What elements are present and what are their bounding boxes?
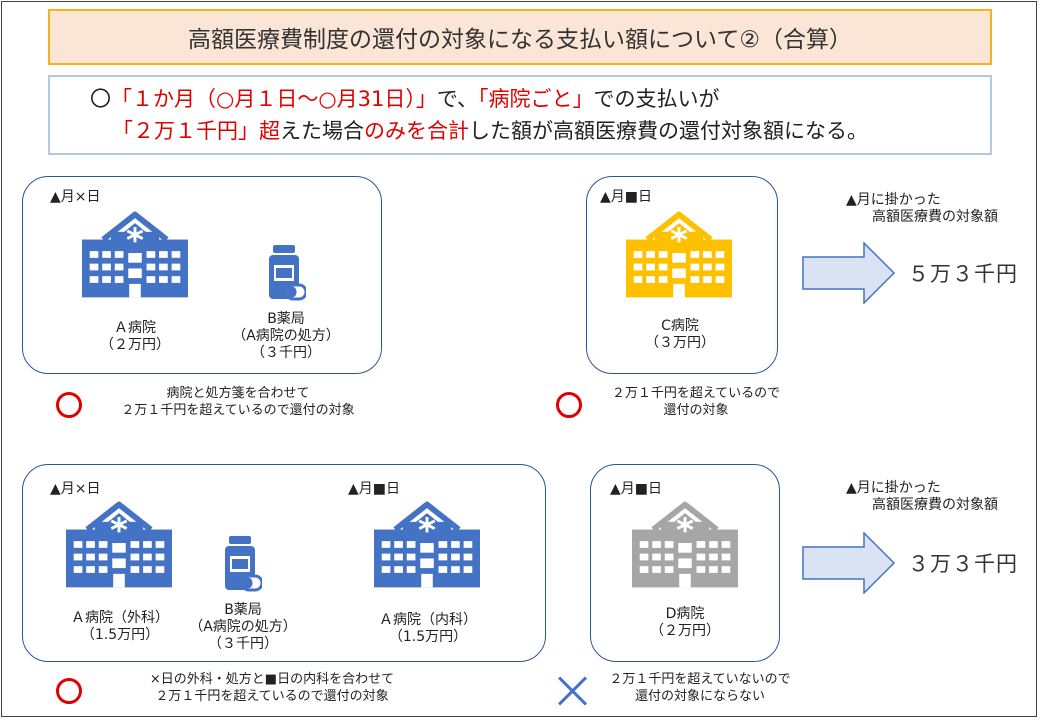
- row2-summary-label: ▲月に掛かった高額医療費の対象額: [846, 480, 998, 513]
- pharmacy-b-label: B薬局（A病院の処方）（３千円）: [189, 602, 297, 652]
- circle-ok-icon: [556, 392, 582, 418]
- rule-description: 〇「１か月（○月１日～○月31日）」で、「病院ごと」での支払いが 「２万１千円」…: [48, 75, 992, 155]
- medicine-bottle-icon: [266, 245, 306, 301]
- row1-total-amount: ５万３千円: [908, 262, 1018, 286]
- row1-right-date: ▲月■日: [600, 189, 652, 205]
- right-arrow-icon: [802, 532, 896, 594]
- pharmacy-b-label: B薬局（A病院の処方）（３千円）: [232, 311, 340, 361]
- hospital-icon: [66, 500, 172, 588]
- row1-right-note: ２万１千円を超えているので還付の対象: [611, 386, 781, 418]
- row2-right-note: ２万１千円を超えていないので還付の対象にならない: [609, 672, 791, 704]
- rule-line-1: 〇「１か月（○月１日～○月31日）」で、「病院ごと」での支払いが: [90, 87, 720, 111]
- hospital-a-label: Ａ病院（２万円）: [100, 320, 170, 353]
- medicine-bottle-icon: [222, 536, 262, 592]
- row2-left-date-2: ▲月■日: [348, 481, 400, 497]
- row1-left-date: ▲月×日: [50, 189, 101, 205]
- page-title: 高額医療費制度の還付の対象になる支払い額について②（合算）: [48, 9, 992, 65]
- cross-ng-icon: [558, 676, 588, 706]
- hospital-icon: [626, 210, 732, 298]
- rule-line-2: 「２万１千円」超えた場合のみを合計した額が高額医療費の還付対象額になる。: [112, 119, 868, 143]
- circle-ok-icon: [56, 678, 82, 704]
- right-arrow-icon: [802, 242, 896, 304]
- row1-summary-label: ▲月に掛かった高額医療費の対象額: [846, 192, 998, 225]
- hospital-icon: [632, 500, 738, 588]
- hospital-icon: [374, 500, 480, 588]
- row2-total-amount: ３万３千円: [908, 552, 1018, 576]
- row2-left-date-1: ▲月×日: [50, 481, 101, 497]
- circle-ok-icon: [56, 392, 82, 418]
- hospital-icon: [82, 210, 188, 298]
- hospital-c-label: C病院（３万円）: [645, 318, 715, 351]
- hospital-a-surgery-label: Ａ病院（外科）（1.5万円）: [71, 610, 169, 643]
- row2-right-date: ▲月■日: [610, 481, 662, 497]
- hospital-d-label: D病院（２万円）: [650, 606, 720, 639]
- hospital-a-internal-label: Ａ病院（内科）（1.5万円）: [379, 612, 477, 645]
